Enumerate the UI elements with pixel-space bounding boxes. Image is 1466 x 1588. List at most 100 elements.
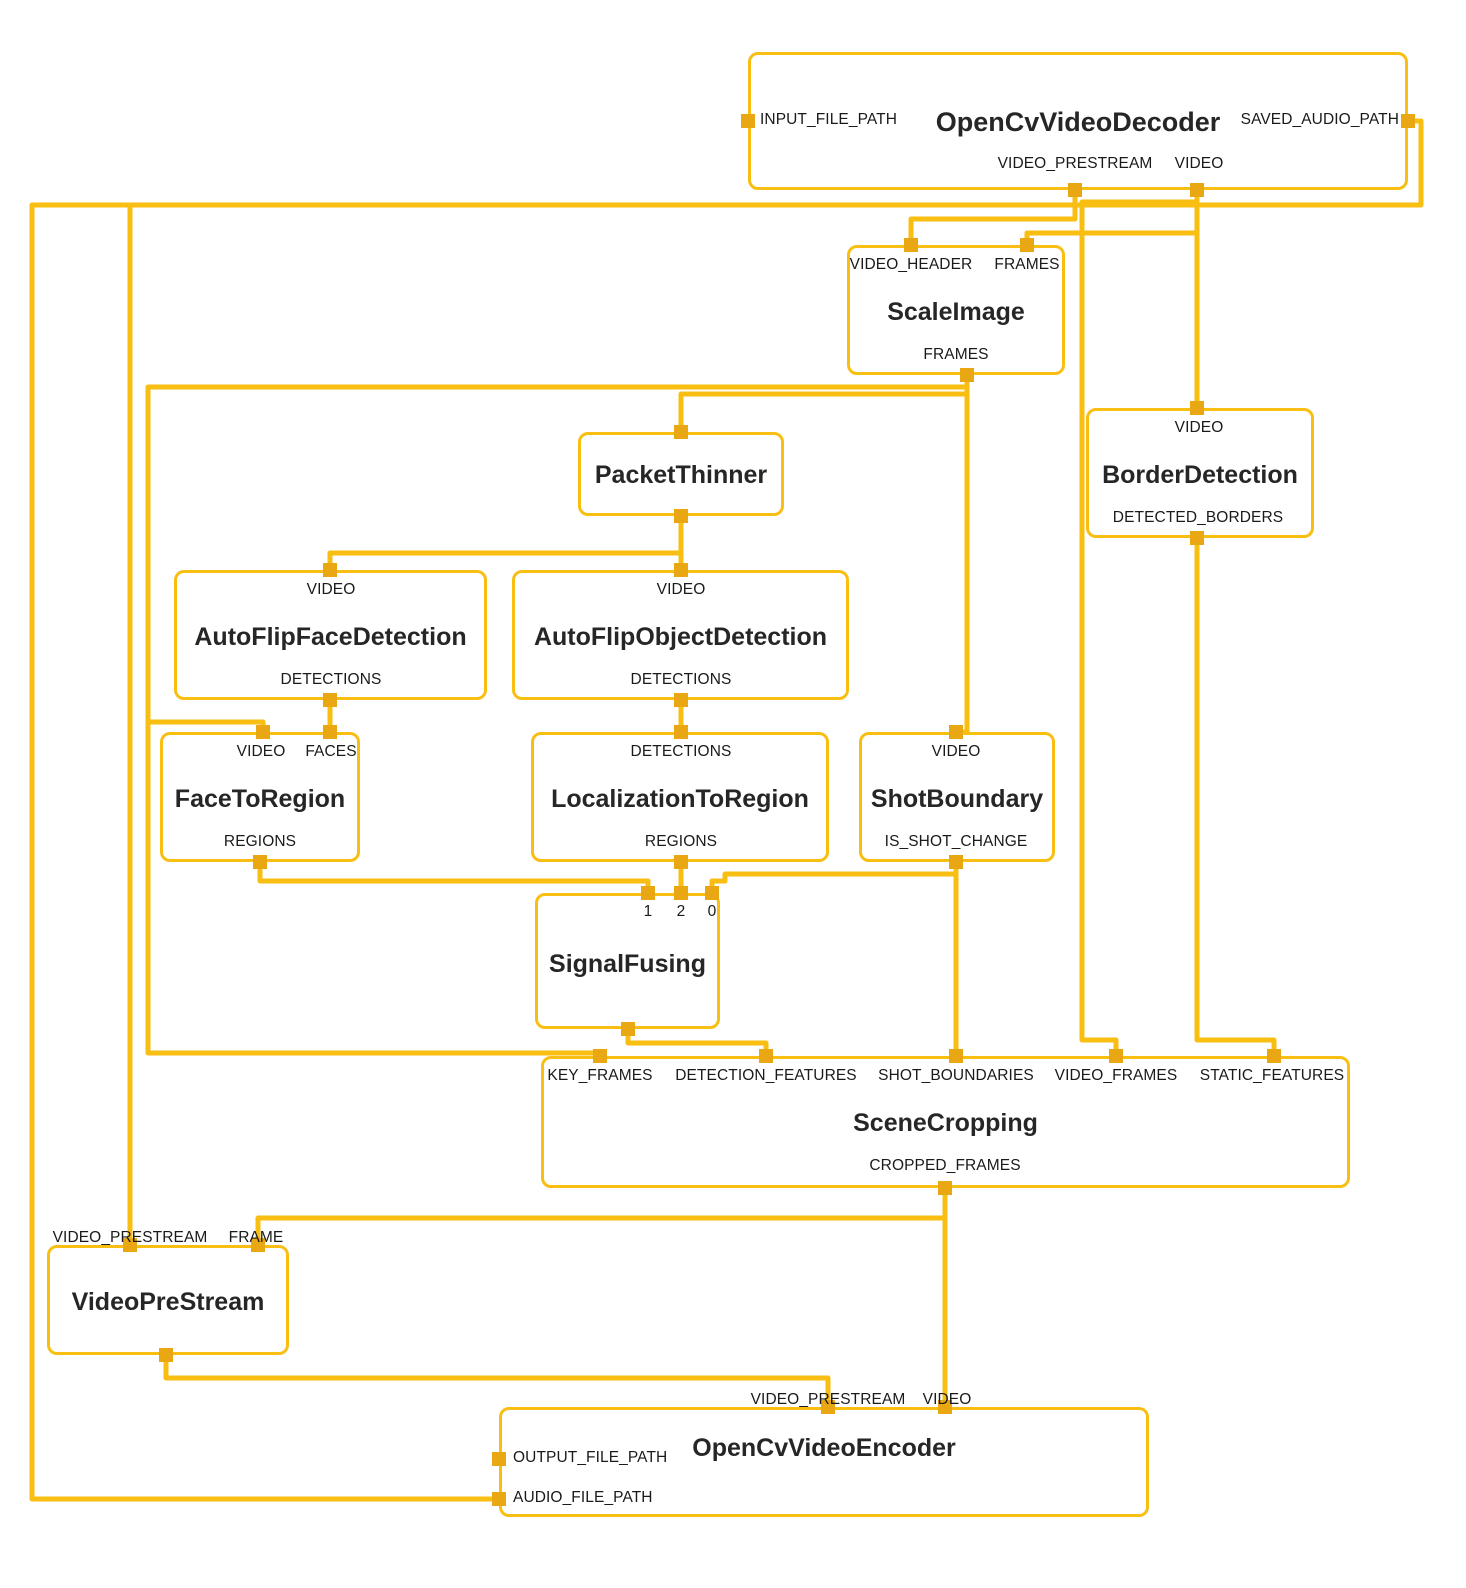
edge [1194, 535, 1277, 1059]
input-port-face-to-region-faces[interactable] [323, 725, 337, 739]
node-opencv-video-decoder[interactable]: OpenCvVideoDecoder [748, 52, 1408, 190]
output-label-opencv-video-decoder-video: VIDEO [1174, 155, 1224, 172]
node-opencv-video-encoder[interactable]: OpenCvVideoEncoder [499, 1407, 1149, 1517]
input-port-signal-fusing-1[interactable] [641, 886, 655, 900]
input-port-opencv-video-encoder-audio-file-path[interactable] [492, 1492, 506, 1506]
output-port-shot-boundary-is-shot-change[interactable] [949, 855, 963, 869]
edge [709, 871, 959, 896]
node-title-autoflip-face-detection: AutoFlipFaceDetection [194, 623, 467, 651]
edge [327, 513, 684, 573]
node-video-pre-stream[interactable]: VideoPreStream [47, 1245, 289, 1355]
input-label-opencv-video-encoder-audio-file-path: AUDIO_FILE_PATH [513, 1489, 653, 1506]
input-label-signal-fusing-1: 1 [643, 903, 653, 920]
input-port-border-detection-video[interactable] [1190, 401, 1204, 415]
input-port-video-pre-stream-video-prestream[interactable] [123, 1238, 137, 1252]
output-port-localization-to-region-regions[interactable] [674, 855, 688, 869]
node-title-scale-image: ScaleImage [887, 298, 1025, 326]
edge [1079, 199, 1200, 1059]
output-label-face-to-region-regions: REGIONS [223, 833, 297, 850]
input-port-opencv-video-decoder-input-file-path[interactable] [741, 114, 755, 128]
output-port-opencv-video-decoder-video[interactable] [1190, 183, 1204, 197]
input-label-opencv-video-encoder-output-file-path: OUTPUT_FILE_PATH [513, 1449, 668, 1466]
output-port-scale-image-frames[interactable] [960, 368, 974, 382]
output-port-autoflip-object-detection-detections[interactable] [674, 693, 688, 707]
input-label-scene-cropping-key-frames: KEY_FRAMES [547, 1067, 653, 1084]
node-face-to-region[interactable]: FaceToRegion [160, 732, 360, 862]
input-label-signal-fusing-2: 2 [676, 903, 686, 920]
input-port-scene-cropping-shot-boundaries[interactable] [949, 1049, 963, 1063]
input-port-scale-image-frames[interactable] [1020, 238, 1034, 252]
edge [625, 1026, 769, 1059]
output-label-shot-boundary-is-shot-change: IS_SHOT_CHANGE [884, 833, 1028, 850]
node-title-face-to-region: FaceToRegion [174, 785, 346, 813]
node-localization-to-region[interactable]: LocalizationToRegion [531, 732, 829, 862]
input-label-video-pre-stream-video-prestream: VIDEO_PRESTREAM [52, 1229, 208, 1246]
node-title-border-detection: BorderDetection [1102, 461, 1298, 489]
input-port-opencv-video-encoder-video[interactable] [938, 1400, 952, 1414]
edge [163, 1352, 831, 1410]
input-label-scene-cropping-video-frames: VIDEO_FRAMES [1054, 1067, 1178, 1084]
input-label-scene-cropping-detection-features: DETECTION_FEATURES [675, 1067, 857, 1084]
output-label-scene-cropping-cropped-frames: CROPPED_FRAMES [869, 1157, 1021, 1174]
output-label-scale-image-frames: FRAMES [923, 346, 989, 363]
output-label-localization-to-region-regions: REGIONS [644, 833, 718, 850]
input-port-scale-image-video-header[interactable] [904, 238, 918, 252]
node-title-packet-thinner: PacketThinner [594, 461, 768, 489]
input-port-shot-boundary-video[interactable] [949, 725, 963, 739]
input-label-opencv-video-encoder-video: VIDEO [922, 1391, 972, 1408]
input-port-packet-thinner[interactable] [674, 425, 688, 439]
input-port-scene-cropping-video-frames[interactable] [1109, 1049, 1123, 1063]
node-title-localization-to-region: LocalizationToRegion [551, 785, 809, 813]
edge [29, 118, 1424, 1502]
input-port-face-to-region-video[interactable] [256, 725, 270, 739]
input-label-shot-boundary-video: VIDEO [931, 743, 981, 760]
input-port-opencv-video-encoder-video-prestream[interactable] [821, 1400, 835, 1414]
edge [678, 372, 970, 435]
node-scale-image[interactable]: ScaleImage [847, 245, 1065, 375]
input-port-scene-cropping-static-features[interactable] [1267, 1049, 1281, 1063]
node-title-video-pre-stream: VideoPreStream [71, 1288, 265, 1316]
input-label-opencv-video-decoder-input-file-path: INPUT_FILE_PATH [760, 111, 898, 128]
input-label-opencv-video-encoder-video-prestream: VIDEO_PRESTREAM [750, 1391, 906, 1408]
input-port-video-pre-stream-frame[interactable] [251, 1238, 265, 1252]
input-port-opencv-video-encoder-output-file-path[interactable] [492, 1452, 506, 1466]
node-title-scene-cropping: SceneCropping [853, 1109, 1038, 1137]
output-port-face-to-region-regions[interactable] [253, 855, 267, 869]
input-label-scene-cropping-static-features: STATIC_FEATURES [1199, 1067, 1345, 1084]
input-port-autoflip-object-detection-video[interactable] [674, 563, 688, 577]
output-port-opencv-video-decoder-saved-audio-path[interactable] [1401, 114, 1415, 128]
edge [953, 372, 970, 735]
output-port-scene-cropping-cropped-frames[interactable] [938, 1181, 952, 1195]
output-port-signal-fusing[interactable] [621, 1022, 635, 1036]
output-label-opencv-video-decoder-saved-audio-path: SAVED_AUDIO_PATH [1240, 111, 1399, 128]
edge [255, 1185, 948, 1248]
input-label-face-to-region-faces: FACES [305, 743, 357, 760]
node-title-opencv-video-encoder: OpenCvVideoEncoder [692, 1434, 956, 1462]
output-port-video-pre-stream[interactable] [159, 1348, 173, 1362]
output-port-opencv-video-decoder-video-prestream[interactable] [1068, 183, 1082, 197]
input-port-signal-fusing-0[interactable] [705, 886, 719, 900]
input-label-video-pre-stream-frame: FRAME [228, 1229, 284, 1246]
input-port-localization-to-region-detections[interactable] [674, 725, 688, 739]
node-title-autoflip-object-detection: AutoFlipObjectDetection [533, 623, 828, 651]
node-signal-fusing[interactable]: SignalFusing [535, 893, 720, 1029]
input-port-autoflip-face-detection-video[interactable] [323, 563, 337, 577]
input-label-scene-cropping-shot-boundaries: SHOT_BOUNDARIES [878, 1067, 1034, 1084]
edge [257, 859, 651, 896]
input-label-localization-to-region-detections: DETECTIONS [630, 743, 732, 760]
input-port-scene-cropping-key-frames[interactable] [593, 1049, 607, 1063]
input-port-signal-fusing-2[interactable] [674, 886, 688, 900]
node-title-opencv-video-decoder: OpenCvVideoDecoder [935, 107, 1221, 137]
input-label-autoflip-object-detection-video: VIDEO [656, 581, 706, 598]
node-shot-boundary[interactable]: ShotBoundary [859, 732, 1055, 862]
input-label-scale-image-video-header: VIDEO_HEADER [849, 256, 973, 273]
output-port-border-detection-detected-borders[interactable] [1190, 531, 1204, 545]
output-label-opencv-video-decoder-video-prestream: VIDEO_PRESTREAM [997, 155, 1153, 172]
input-label-scale-image-frames: FRAMES [994, 256, 1060, 273]
node-packet-thinner[interactable]: PacketThinner [578, 432, 784, 516]
input-port-scene-cropping-detection-features[interactable] [759, 1049, 773, 1063]
edge [908, 187, 1078, 248]
output-port-autoflip-face-detection-detections[interactable] [323, 693, 337, 707]
output-port-packet-thinner[interactable] [674, 509, 688, 523]
